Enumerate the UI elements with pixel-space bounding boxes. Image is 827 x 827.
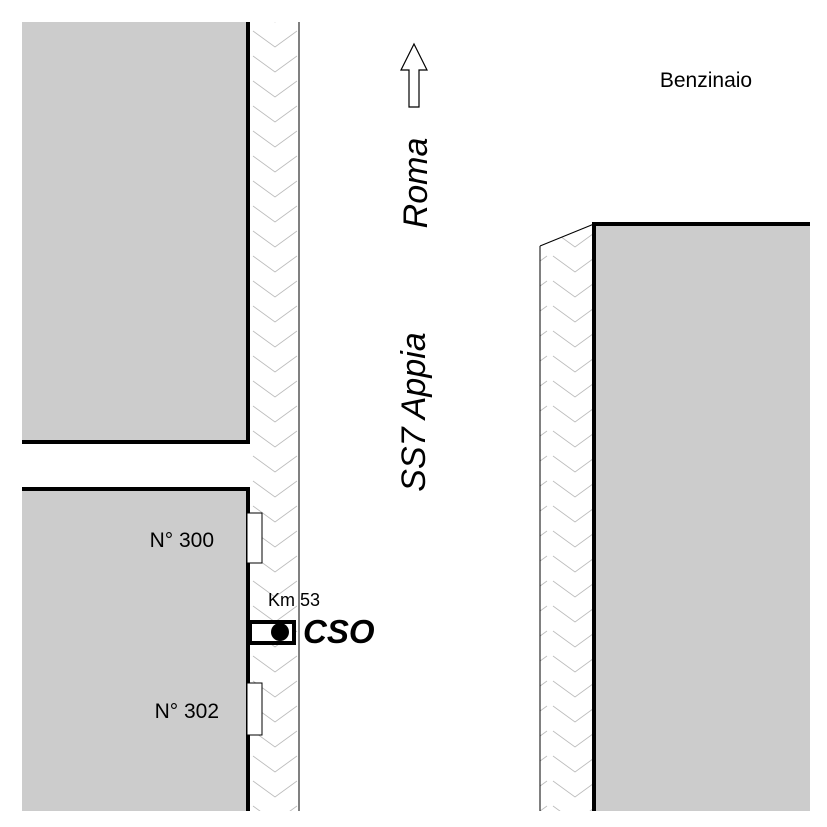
direction-label: Roma bbox=[397, 138, 435, 229]
right-sidewalk bbox=[540, 224, 594, 811]
door-n300 bbox=[246, 512, 263, 564]
left-sidewalk bbox=[247, 22, 299, 811]
building-right bbox=[594, 224, 810, 811]
door-n302 bbox=[246, 682, 263, 736]
north-arrow-icon bbox=[400, 42, 428, 108]
building-top-left bbox=[22, 22, 248, 442]
house-number-302-label: N° 302 bbox=[155, 700, 219, 723]
site-code-label: CSO bbox=[303, 613, 375, 650]
filled-circle-marker-icon bbox=[271, 623, 289, 641]
road-name-label: SS7 Appia bbox=[395, 332, 433, 491]
building-bottom-left bbox=[22, 489, 248, 811]
gas-station-label: Benzinaio bbox=[660, 69, 752, 92]
house-number-300-label: N° 300 bbox=[150, 529, 214, 552]
building-right-outline bbox=[592, 222, 810, 811]
right-sidewalk-top-edge bbox=[539, 223, 595, 247]
building-top-left-outline bbox=[22, 22, 250, 444]
kilometer-label: Km 53 bbox=[268, 590, 320, 610]
side-street bbox=[22, 445, 248, 487]
